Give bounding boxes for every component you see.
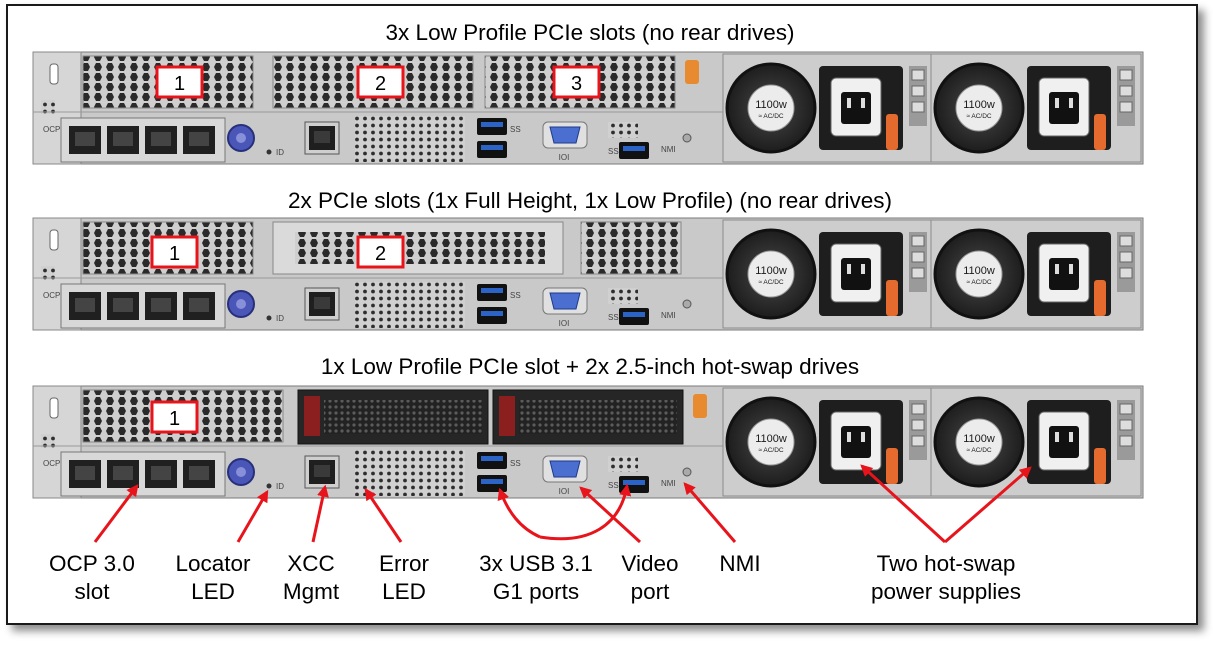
slot-2-label-box — [356, 235, 405, 269]
ss-label-2: SS — [608, 147, 619, 156]
arrow-psu-left — [860, 464, 947, 544]
blank-filler — [580, 221, 682, 275]
arrow-psu-right — [944, 466, 1032, 544]
ocp-label: OCP — [43, 125, 60, 134]
slot-3-label-box — [552, 65, 601, 99]
release-latch — [886, 280, 898, 316]
id-label: ID — [276, 482, 284, 491]
nmi-label: NMI — [661, 311, 676, 320]
psu-rating-label: 1100w — [963, 433, 995, 445]
ioi-label: IOI — [559, 487, 570, 496]
nmi-button — [682, 299, 692, 309]
slot-2-label-box — [356, 65, 405, 99]
ss-label-1: SS — [510, 125, 521, 134]
psu-input-label: ≈ AC/DC — [966, 279, 992, 286]
psu-rating-label: 1100w — [755, 265, 787, 277]
arrow-video — [579, 486, 642, 544]
label-nmi: NMI — [719, 551, 760, 576]
nmi-label: NMI — [661, 145, 676, 154]
nmi-button — [682, 467, 692, 477]
arrow-error — [364, 488, 403, 543]
slot-3-number: 3 — [571, 73, 582, 95]
psu-input-label: ≈ AC/DC — [758, 113, 784, 120]
slot-1-number: 1 — [169, 243, 180, 265]
slot-2-number: 2 — [375, 243, 386, 265]
ioi-label: IOI — [559, 319, 570, 328]
config-3-title: 1x Low Profile PCIe slot + 2x 2.5-inch h… — [321, 354, 859, 379]
config-2-title: 2x PCIe slots (1x Full Height, 1x Low Pr… — [288, 188, 892, 213]
release-latch — [886, 448, 898, 484]
server-row-2: OCP 1 2ID SS IOI SS NMI 1100w ≈ AC/DC 1100w ≈ AC/D… — [32, 217, 1144, 331]
arrow-ocp — [93, 484, 139, 543]
slot-1-number: 1 — [169, 408, 180, 430]
ss-label-2: SS — [608, 481, 619, 490]
id-label: ID — [276, 314, 284, 323]
psu-rating-label: 1100w — [963, 265, 995, 277]
psu-input-label: ≈ AC/DC — [758, 447, 784, 454]
id-label: ID — [276, 148, 284, 157]
locator-led — [266, 149, 272, 155]
power-supply-1: 1100w ≈ AC/DC — [722, 219, 934, 329]
ioi-label: IOI — [559, 153, 570, 162]
power-supply-1: 1100w ≈ AC/DC — [722, 53, 934, 163]
psu-input-label: ≈ AC/DC — [966, 113, 992, 120]
arrow-locator — [236, 489, 269, 543]
power-supply-2: 1100w ≈ AC/DC — [930, 387, 1142, 497]
power-supply-2: 1100w ≈ AC/DC — [930, 53, 1142, 163]
vent-grille — [355, 116, 465, 162]
power-supply-1: 1100w ≈ AC/DC — [722, 387, 934, 497]
locator-led — [266, 483, 272, 489]
arrow-xcc — [311, 484, 329, 543]
psu-input-label: ≈ AC/DC — [758, 279, 784, 286]
callout-arrows — [93, 464, 1032, 544]
psu-rating-label: 1100w — [963, 99, 995, 111]
vent-grille — [355, 282, 465, 328]
nmi-label: NMI — [661, 479, 676, 488]
slot-1-number: 1 — [174, 73, 185, 95]
vent-grille — [355, 450, 465, 496]
slot-1-label-box — [150, 400, 199, 434]
server-row-3: OCP 1ID SS IOI SS NMI 1100w ≈ AC/DC 1100w ≈ AC/DC — [32, 385, 1144, 499]
psu-rating-label: 1100w — [755, 433, 787, 445]
power-supply-2: 1100w ≈ AC/DC — [930, 219, 1142, 329]
ss-label-2: SS — [608, 313, 619, 322]
ocp-label: OCP — [43, 291, 60, 300]
slot-2-number: 2 — [375, 73, 386, 95]
config-1-title: 3x Low Profile PCIe slots (no rear drive… — [386, 20, 795, 45]
release-latch — [1094, 280, 1106, 316]
locator-led — [266, 315, 272, 321]
release-latch — [886, 114, 898, 150]
psu-rating-label: 1100w — [755, 99, 787, 111]
ocp-label: OCP — [43, 459, 60, 468]
nmi-button — [682, 133, 692, 143]
riser-latch — [685, 60, 699, 84]
arrow-nmi — [683, 482, 737, 543]
ss-label-1: SS — [510, 459, 521, 468]
server-row-1: OCP 1 2 3ID SS IOI SS NMI 1100w ≈ AC/DC 1100w ≈ AC/… — [32, 51, 1144, 165]
arrow-usb-right — [539, 483, 632, 541]
release-latch — [1094, 114, 1106, 150]
psu-input-label: ≈ AC/DC — [966, 447, 992, 454]
release-latch — [1094, 448, 1106, 484]
arrow-usb-left — [497, 487, 541, 539]
slot-1-label-box — [155, 65, 204, 99]
drive-latch — [693, 394, 707, 418]
ss-label-1: SS — [510, 291, 521, 300]
slot-1-label-box — [150, 235, 199, 269]
